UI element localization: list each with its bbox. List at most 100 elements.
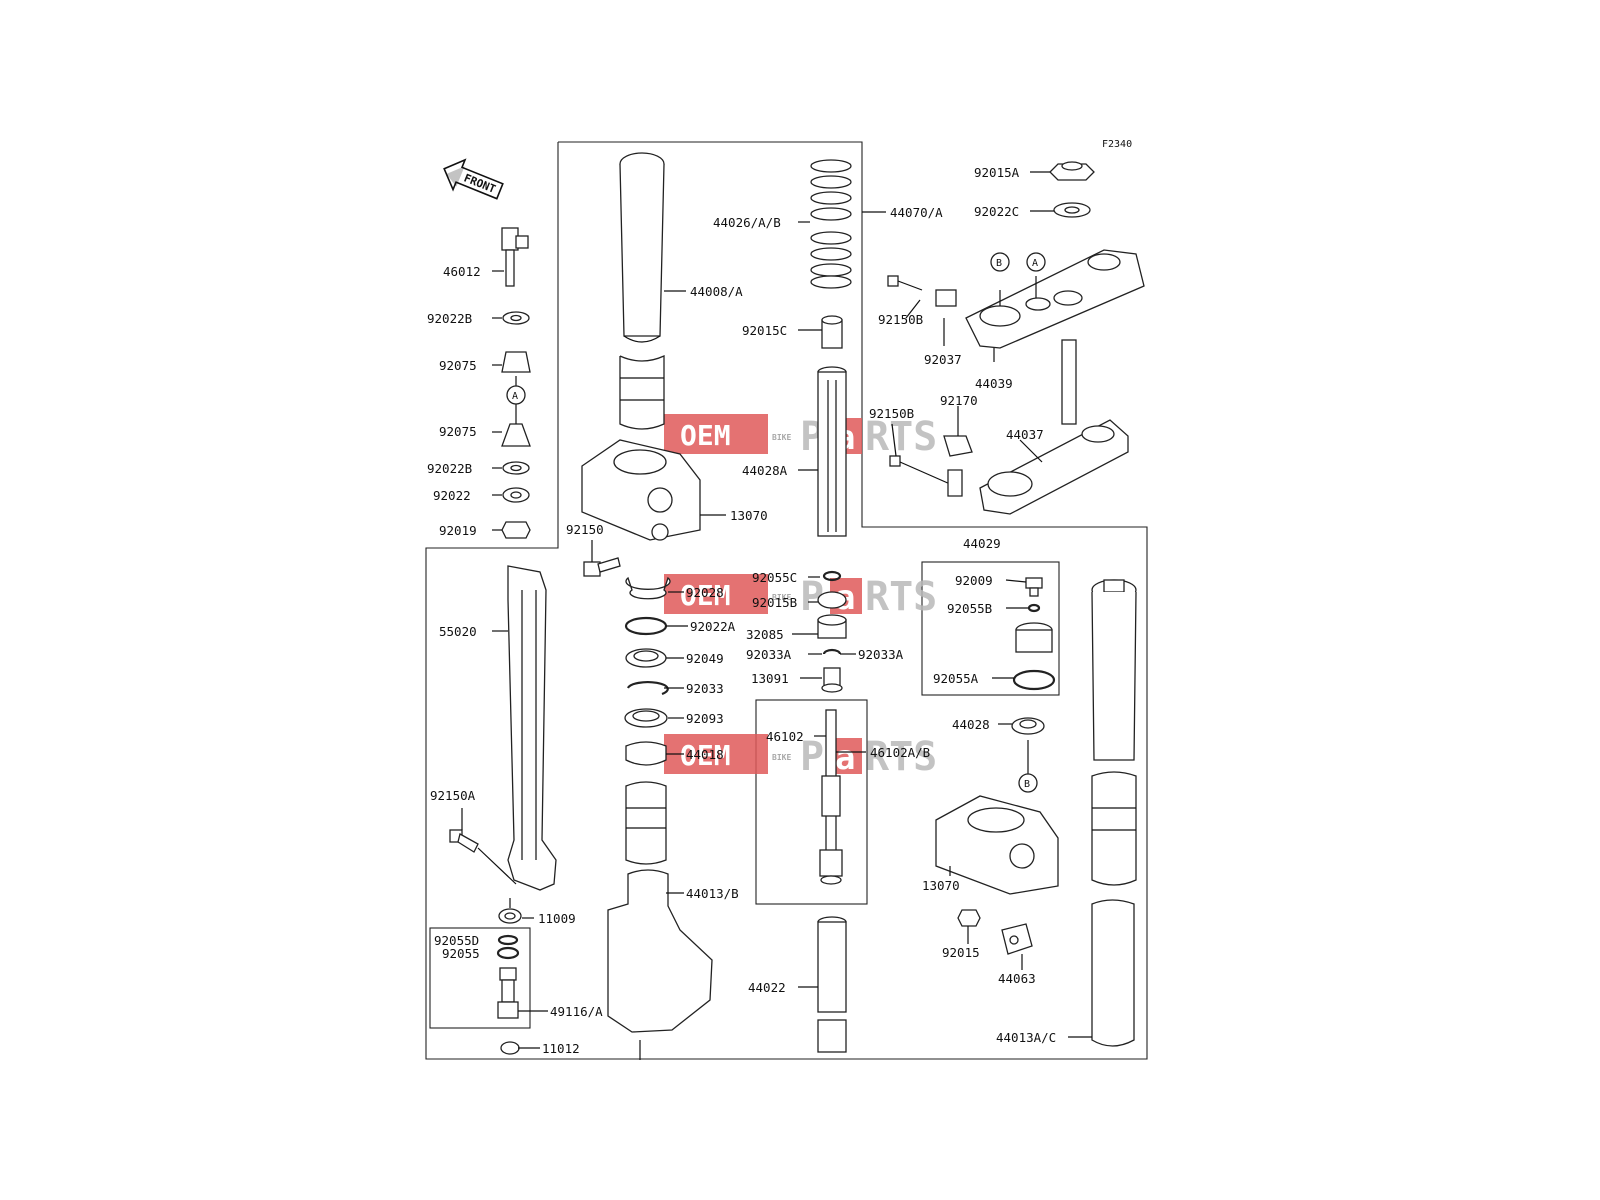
bushing-92015b-icon <box>817 591 847 609</box>
label-92015: 92015 <box>942 945 980 960</box>
marker-a-left: A <box>506 385 526 405</box>
label-92019: 92019 <box>439 523 477 538</box>
label-92009: 92009 <box>955 573 993 588</box>
label-92022: 92022 <box>433 488 471 503</box>
collar-44028-icon <box>1011 717 1045 735</box>
label-11012: 11012 <box>542 1041 580 1056</box>
label-92093: 92093 <box>686 711 724 726</box>
label-46102: 46102 <box>766 729 804 744</box>
svg-text:B: B <box>1024 779 1030 790</box>
bolt-92150b-icon <box>887 275 923 291</box>
svg-text:RTS: RTS <box>865 574 937 620</box>
label-92033a-2: 92033A <box>858 647 904 662</box>
label-11009: 11009 <box>538 911 576 926</box>
svg-text:BIKE: BIKE <box>772 433 791 442</box>
marker-b-right: B <box>1018 773 1038 793</box>
label-49116a: 49116/A <box>550 1004 603 1019</box>
oring-92055b-icon <box>1027 603 1041 613</box>
bump-rubber-icon <box>501 351 531 447</box>
label-92028: 92028 <box>686 585 724 600</box>
svg-text:BIKE: BIKE <box>772 753 791 762</box>
label-92049: 92049 <box>686 651 724 666</box>
svg-text:RTS: RTS <box>865 414 937 460</box>
orings-9205-icon <box>496 934 520 960</box>
label-92055c: 92055C <box>752 570 797 585</box>
damper-rod-drawing <box>819 709 843 885</box>
fork-clamp-drawing <box>581 439 701 541</box>
clip-92033a-icon <box>822 648 842 655</box>
svg-text:OEM: OEM <box>680 579 731 612</box>
leader-lines <box>461 171 1092 1049</box>
label-44037: 44037 <box>1006 427 1044 442</box>
label-92055a: 92055A <box>933 671 979 686</box>
screw-92009-icon <box>1025 577 1043 597</box>
label-44026ab: 44026/A/B <box>713 215 781 230</box>
label-92022c: 92022C <box>974 204 1019 219</box>
guide-92170-icon <box>943 435 973 457</box>
valve-49116-drawing <box>497 967 519 1019</box>
svg-text:A: A <box>1032 258 1038 269</box>
right-inner-tube-drawing <box>1091 579 1137 1047</box>
label-44028: 44028 <box>952 717 990 732</box>
marker-a-top: A <box>1026 252 1046 272</box>
nut-92015a-icon <box>1049 161 1095 181</box>
washer-icon <box>502 311 530 325</box>
label-13091: 13091 <box>751 671 789 686</box>
label-92170: 92170 <box>940 393 978 408</box>
spacer-92015c-icon <box>821 315 843 349</box>
rod-44028a-drawing <box>817 366 847 537</box>
svg-text:OEM: OEM <box>680 739 731 772</box>
label-92033a-1: 92033A <box>746 647 792 662</box>
label-92022b-2: 92022B <box>427 461 472 476</box>
label-92037: 92037 <box>924 352 962 367</box>
diagram-frame <box>425 141 1148 1060</box>
label-92150a: 92150A <box>430 788 476 803</box>
label-92033: 92033 <box>686 681 724 696</box>
svg-text:RTS: RTS <box>865 734 937 780</box>
label-92015c: 92015C <box>742 323 787 338</box>
marker-b-top: B <box>990 252 1010 272</box>
nut-11012-icon <box>500 1041 520 1055</box>
bolt-92150a-icon <box>449 829 479 853</box>
label-44022: 44022 <box>748 980 786 995</box>
label-92055b: 92055B <box>947 601 992 616</box>
svg-text:B: B <box>996 258 1002 269</box>
washers-stack-icon <box>501 461 531 539</box>
fork-clamp-2-drawing <box>935 795 1059 895</box>
label-32085: 32085 <box>746 627 784 642</box>
label-44070a: 44070/A <box>890 205 943 220</box>
oring-92055c-icon <box>822 570 842 582</box>
svg-text:P: P <box>800 734 824 780</box>
label-13070-2: 13070 <box>922 878 960 893</box>
label-92022b-1: 92022B <box>427 311 472 326</box>
fork-guard-drawing <box>507 565 557 891</box>
label-55020: 55020 <box>439 624 477 639</box>
steering-stem-drawing <box>979 339 1129 515</box>
spring-drawing <box>810 159 852 289</box>
seal-stack-drawing <box>624 576 671 766</box>
label-92055d: 92055D <box>434 933 479 948</box>
svg-text:a: a <box>835 738 855 778</box>
label-44039: 44039 <box>975 376 1013 391</box>
label-92150: 92150 <box>566 522 604 537</box>
label-44029: 44029 <box>963 536 1001 551</box>
label-44018: 44018 <box>686 747 724 762</box>
label-92015a: 92015A <box>974 165 1020 180</box>
label-92150b-2: 92150B <box>869 406 914 421</box>
label-13070-1: 13070 <box>730 508 768 523</box>
clamp-44063-icon <box>1001 923 1033 955</box>
label-92022a: 92022A <box>690 619 736 634</box>
label-44013b: 44013/B <box>686 886 739 901</box>
washer-92022c-icon <box>1053 202 1091 218</box>
nut-92015-icon <box>957 909 981 927</box>
oring-11009-icon <box>498 908 522 924</box>
watermark-3: OEM BIKE P a RTS <box>664 734 937 780</box>
spacer-32085-icon <box>817 614 847 639</box>
label-92075-1: 92075 <box>439 358 477 373</box>
diagram-code: F2340 <box>1102 139 1132 150</box>
bolt-13091-icon <box>821 667 843 693</box>
label-92055: 92055 <box>442 946 480 961</box>
label-92150b-1: 92150B <box>878 312 923 327</box>
front-arrow-icon: FRONT <box>443 158 504 200</box>
